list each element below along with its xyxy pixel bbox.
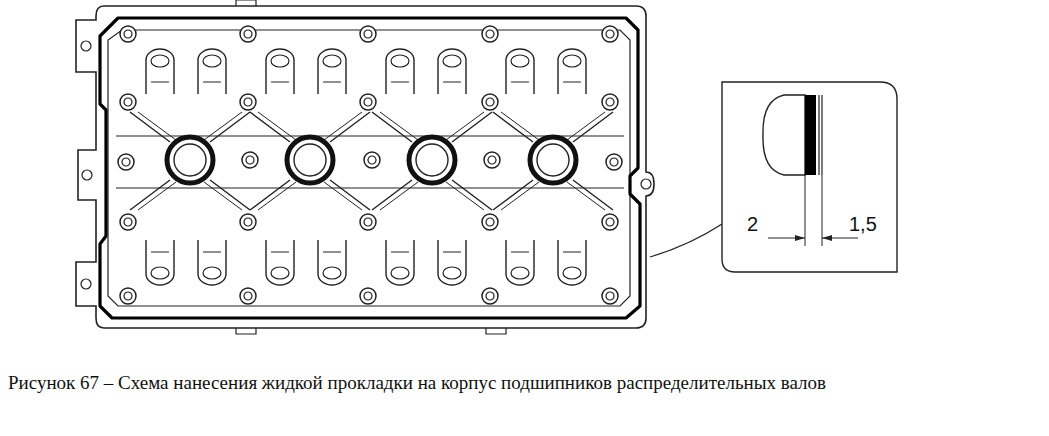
housing-outline (76, 6, 654, 328)
tappet-pockets (386, 240, 414, 285)
tappet-pockets (146, 240, 174, 285)
tappet-pockets (146, 49, 586, 285)
bolt-holes (240, 214, 256, 230)
bolt-holes (360, 26, 376, 42)
ribs (130, 112, 250, 210)
bolt-holes (240, 288, 256, 304)
tappet-pockets (318, 240, 346, 285)
bolt-holes (602, 26, 618, 42)
tappet-pockets (386, 49, 414, 94)
spark-plug-wells (409, 137, 455, 183)
spark-plug-wells (287, 137, 333, 183)
ribs (250, 112, 370, 210)
detail-callout (650, 82, 897, 272)
tappet-pockets (318, 49, 346, 94)
dimension-value: 1,5 (848, 213, 878, 235)
tappet-pockets (438, 49, 466, 94)
bolt-holes (120, 214, 136, 230)
detail-callout (819, 95, 822, 175)
sealant-bead (100, 18, 640, 318)
bolt-holes (482, 26, 498, 42)
bolt-holes (602, 214, 618, 230)
bolt-holes (242, 152, 258, 168)
spark-plug-wells (530, 137, 576, 183)
bolt-holes (364, 152, 380, 168)
detail-callout (805, 95, 816, 175)
inner-wall (108, 30, 630, 306)
bolt-holes (482, 94, 498, 110)
tappet-pockets (146, 240, 586, 285)
bolt-holes (240, 26, 256, 42)
detail-callout (650, 224, 722, 257)
dimension-value: 2 (746, 213, 759, 235)
bolt-holes (360, 94, 376, 110)
tappet-pockets (506, 49, 534, 94)
tappet-pockets (266, 49, 294, 94)
inner-wall (108, 30, 630, 306)
housing-outline (236, 0, 506, 334)
bolt-holes (602, 288, 618, 304)
bolt-holes (240, 94, 256, 110)
bolt-holes (602, 94, 618, 110)
bolt-holes (606, 154, 622, 170)
sealant-bead (100, 18, 640, 318)
ribs (130, 112, 613, 210)
ribs (493, 112, 613, 210)
tappet-pockets (558, 49, 586, 94)
tappet-pockets (266, 240, 294, 285)
tappet-pockets (198, 49, 226, 94)
tappet-pockets (506, 240, 534, 285)
bolt-holes (360, 288, 376, 304)
bolt-holes (482, 214, 498, 230)
housing-outline (82, 170, 92, 180)
bolt-holes (120, 26, 136, 42)
detail-callout (768, 238, 858, 239)
housing-outline (641, 179, 651, 189)
bolt-holes (120, 94, 136, 110)
inner-wall (116, 136, 624, 188)
tappet-pockets (438, 240, 466, 285)
bolt-holes (118, 26, 622, 304)
bolt-holes (118, 154, 134, 170)
bolt-holes (360, 214, 376, 230)
detail-callout (805, 175, 822, 246)
detail-callout (795, 235, 832, 241)
spark-plug-wells (167, 137, 576, 183)
spark-plug-wells (167, 137, 213, 183)
tappet-pockets (146, 49, 174, 94)
figure-caption: Рисунок 67 – Схема нанесения жидкой прок… (8, 366, 1038, 400)
ribs (372, 112, 492, 210)
housing-outline (81, 41, 91, 51)
tappet-pockets (558, 240, 586, 285)
detail-callout (722, 82, 897, 272)
bolt-holes (484, 152, 500, 168)
detail-callout (763, 95, 805, 175)
housing-outline (76, 0, 654, 334)
bolt-holes (120, 288, 136, 304)
bolt-holes (482, 288, 498, 304)
tappet-pockets (198, 240, 226, 285)
housing-outline (81, 279, 91, 289)
